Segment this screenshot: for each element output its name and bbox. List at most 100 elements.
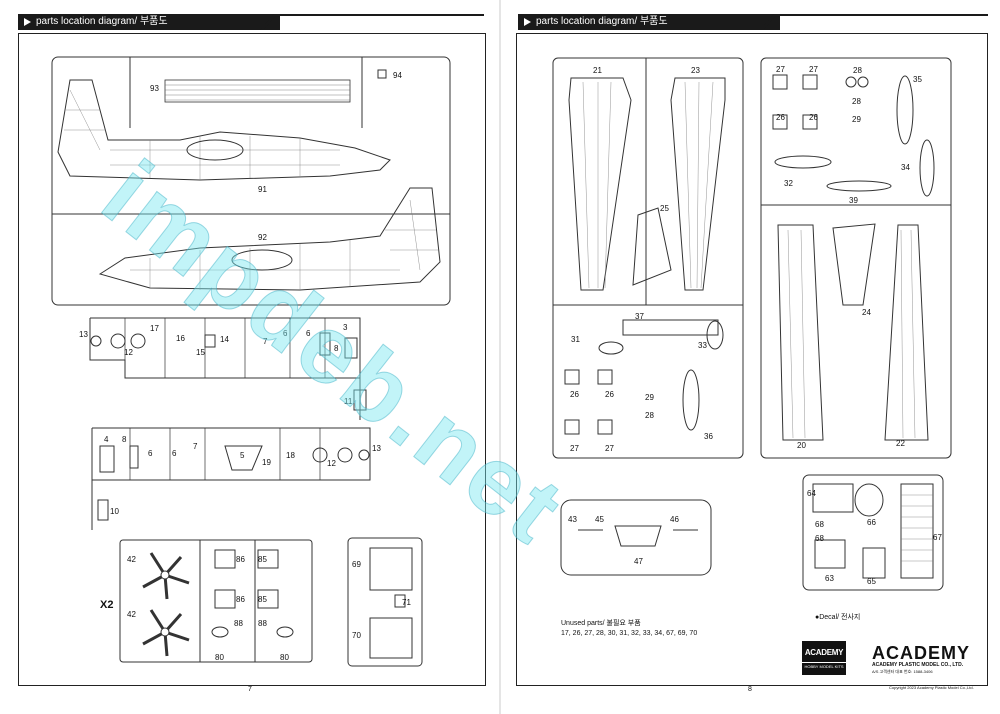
part-label: 13 <box>79 330 88 339</box>
part-20 <box>777 224 824 441</box>
sprue-frame-d <box>119 539 313 663</box>
part-label: 27 <box>809 65 818 74</box>
propeller-42-bottom <box>142 609 190 657</box>
part-label: 27 <box>570 444 579 453</box>
part-label: 86 <box>236 595 245 604</box>
part-label: 8 <box>122 435 127 444</box>
part-label: 80 <box>280 653 289 662</box>
part-label: 46 <box>670 515 679 524</box>
sprue-diagrams-right: 21 23 25 27 27 28 26 26 29 28 32 34 39 3… <box>552 57 952 591</box>
part-label: 6 <box>172 449 177 458</box>
part-label: 28 <box>853 66 862 75</box>
badge-bottom-text: HOBBY MODEL KITS <box>802 662 846 669</box>
part-label: 3 <box>343 323 348 332</box>
part-label: 68 <box>815 520 824 529</box>
part-label: 64 <box>807 489 816 498</box>
part-label: 4 <box>104 435 109 444</box>
part-label: 34 <box>901 163 910 172</box>
part-label: 29 <box>645 393 654 402</box>
sprue-frame-c <box>91 427 371 530</box>
part-label: 20 <box>797 441 806 450</box>
page-frame <box>18 33 486 686</box>
part-label: 26 <box>809 113 818 122</box>
page-8: parts location diagram/ 부품도 <box>503 0 1000 714</box>
part-label: 67 <box>933 533 942 542</box>
part-94 <box>377 69 387 79</box>
part-label: 32 <box>784 179 793 188</box>
part-label: 25 <box>660 204 669 213</box>
part-label: 19 <box>262 458 271 467</box>
part-label: 86 <box>236 555 245 564</box>
unused-parts-list: 17, 26, 27, 28, 30, 31, 32, 33, 34, 67, … <box>561 630 698 637</box>
part-label: 14 <box>220 335 229 344</box>
part-label: 36 <box>704 432 713 441</box>
part-label: 24 <box>862 308 871 317</box>
part-label: 71 <box>402 598 411 607</box>
part-label: 26 <box>605 390 614 399</box>
brand-wordmark: ACADEMY <box>872 643 971 663</box>
part-label: 94 <box>393 71 402 80</box>
unused-parts-label: Unused parts/ 불필요 부품 <box>561 620 641 627</box>
part-label: 65 <box>867 577 876 586</box>
part-label: 42 <box>127 555 136 564</box>
part-label: 18 <box>286 451 295 460</box>
part-91 <box>57 79 391 181</box>
part-labels-left: 93 94 91 92 13 12 17 16 15 14 7 6 6 3 8 … <box>79 71 411 662</box>
part-label: 27 <box>776 65 785 74</box>
part-label: 12 <box>327 459 336 468</box>
sprue-frame-a <box>51 56 451 306</box>
part-92 <box>98 187 441 291</box>
sprue-frame-e <box>347 537 423 667</box>
part-label: 92 <box>258 233 267 242</box>
part-label: 31 <box>571 335 580 344</box>
part-label: 16 <box>176 334 185 343</box>
part-label: 6 <box>148 449 153 458</box>
header-tail <box>760 14 988 30</box>
part-label: 12 <box>124 348 133 357</box>
copyright: Copyright 2023 Academy Plastic Model Co.… <box>889 685 974 690</box>
part-label: 6 <box>283 329 288 338</box>
part-label: 70 <box>352 631 361 640</box>
part-label: 21 <box>593 66 602 75</box>
part-47 <box>614 525 662 547</box>
part-label: 63 <box>825 574 834 583</box>
part-label: 11 <box>344 397 353 406</box>
page-number: 8 <box>748 686 752 693</box>
part-label: 69 <box>352 560 361 569</box>
propeller-42-top <box>142 552 190 600</box>
academy-badge-logo: ACADEMY HOBBY MODEL KITS <box>802 641 846 675</box>
part-label: 68 <box>815 534 824 543</box>
part-label: 5 <box>240 451 245 460</box>
part-label: 42 <box>127 610 136 619</box>
quantity-label: X2 <box>100 599 113 611</box>
section-header: parts location diagram/ 부품도 <box>518 14 780 30</box>
part-label: 23 <box>691 66 700 75</box>
part-label: 35 <box>913 75 922 84</box>
part-25 <box>632 207 672 286</box>
header-tail <box>260 14 484 30</box>
unused-parts: Unused parts/ 불필요 부품 17, 26, 27, 28, 30,… <box>561 619 697 639</box>
decal-label: ●Decal/ 전사지 <box>815 614 861 621</box>
part-label: 93 <box>150 84 159 93</box>
part-93 <box>164 79 351 103</box>
part-label: 7 <box>193 442 198 451</box>
part-label: 8 <box>334 344 339 353</box>
part-label: 39 <box>849 196 858 205</box>
part-label: 33 <box>698 341 707 350</box>
sprue-diagrams-left: 93 94 91 92 13 12 17 16 15 14 7 6 6 3 8 … <box>51 56 451 667</box>
brand-company: ACADEMY PLASTIC MODEL CO., LTD. <box>872 662 964 668</box>
part-label: 6 <box>306 329 311 338</box>
part-label: 17 <box>150 324 159 333</box>
part-label: 37 <box>635 312 644 321</box>
page-frame <box>516 33 988 686</box>
part-label: 80 <box>215 653 224 662</box>
page-number: 7 <box>248 686 252 693</box>
part-23 <box>670 77 726 291</box>
section-header: parts location diagram/ 부품도 <box>18 14 280 30</box>
part-label: 85 <box>258 555 267 564</box>
part-label: 7 <box>263 337 268 346</box>
part-label: 29 <box>852 115 861 124</box>
part-label: 26 <box>570 390 579 399</box>
part-label: 22 <box>896 439 905 448</box>
part-label: 66 <box>867 518 876 527</box>
